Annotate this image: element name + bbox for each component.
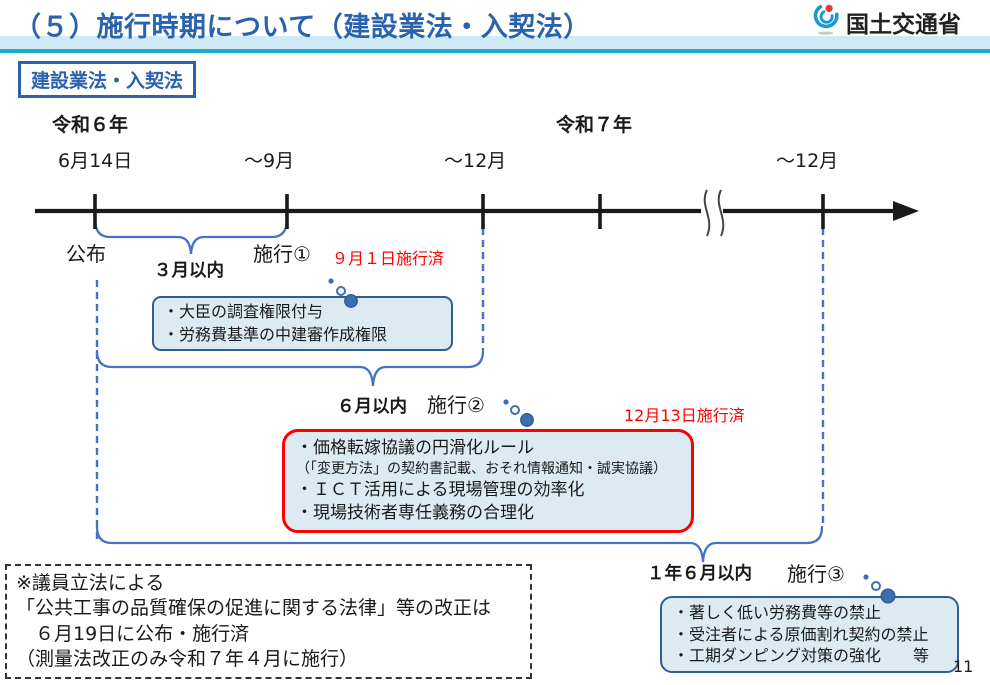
phase1-callout-box: ・大臣の調査権限付与 ・労務費基準の中建審作成権限 bbox=[152, 296, 453, 352]
page-number: 11 bbox=[953, 657, 974, 676]
phase3-item: ・受注者による原価割れ契約の禁止 bbox=[673, 624, 929, 644]
legislation-note-box: ※議員立法による 「公共工事の品質確保の促進に関する法律」等の改正は ６月19日… bbox=[5, 564, 532, 680]
promulgation-label: 公布 bbox=[66, 242, 106, 266]
phase2-item: ・現場技術者専任義務の合理化 bbox=[296, 502, 534, 523]
era-label-reiwa6: 令和６年 bbox=[52, 114, 129, 136]
axis-break-mark bbox=[703, 189, 725, 237]
phase3-within-label: １年６月以内 bbox=[647, 564, 752, 584]
date-label-sep: 〜9月 bbox=[244, 150, 295, 172]
phase1-within-label: ３月以内 bbox=[154, 261, 224, 281]
break-wave-1 bbox=[703, 189, 711, 237]
phase2-item: ・ＩＣＴ活用による現場管理の効率化 bbox=[296, 479, 585, 500]
phase3-callout-box: ・著しく低い労務費等の禁止 ・受注者による原価割れ契約の禁止 ・工期ダンピング対… bbox=[660, 596, 959, 673]
braces bbox=[93, 217, 824, 563]
phase3-item: ・工期ダンピング対策の強化 等 bbox=[673, 646, 930, 666]
axis-ticks bbox=[93, 194, 825, 229]
dashed-guide-lines bbox=[95, 228, 825, 541]
phase2-within-label: ６月以内 bbox=[337, 397, 407, 417]
break-wave-2 bbox=[717, 189, 725, 237]
law-label-badge: 建設業法・入契法 bbox=[18, 61, 197, 98]
phase3-label: 施行③ bbox=[787, 562, 845, 586]
note-line: （測量法改正のみ令和７年４月に施行） bbox=[16, 647, 359, 670]
brace-6-months bbox=[95, 349, 485, 387]
phase2-item: ・価格転嫁協議の円滑化ルール bbox=[296, 438, 534, 458]
axis-arrowhead bbox=[893, 201, 919, 221]
mlit-logo-icon bbox=[812, 3, 841, 40]
phase1-label: 施行① bbox=[253, 242, 311, 266]
note-line: 「公共工事の品質確保の促進に関する法律」等の改正は bbox=[16, 597, 492, 620]
date-label-dec-r7: 〜12月 bbox=[776, 150, 839, 172]
date-label-jun14: 6月14日 bbox=[58, 150, 133, 172]
note-line: ※議員立法による bbox=[16, 572, 165, 594]
brace-3-months bbox=[93, 217, 289, 255]
phase1-item: ・労務費基準の中建審作成権限 bbox=[163, 324, 388, 344]
brace-18-months bbox=[95, 525, 824, 563]
date-label-dec-r6: 〜12月 bbox=[444, 150, 507, 172]
phase2-status: 12月13日施行済 bbox=[624, 406, 745, 425]
timeline-axis bbox=[35, 189, 919, 237]
ministry-logo: 国土交通省 bbox=[812, 3, 961, 40]
phase2-label: 施行② bbox=[427, 393, 485, 417]
page-title: （５）施行時期について（建設業法・入契法） bbox=[14, 12, 591, 43]
phase2-item-sub: （「変更方法」の契約書記載、おそれ情報通知・誠実協議） bbox=[296, 460, 667, 477]
phase1-item: ・大臣の調査権限付与 bbox=[163, 302, 324, 321]
phase2-callout-box: ・価格転嫁協議の円滑化ルール （「変更方法」の契約書記載、おそれ情報通知・誠実協… bbox=[282, 429, 694, 533]
header-bar-light bbox=[0, 36, 990, 49]
header-bar-teal bbox=[0, 49, 990, 53]
era-label-reiwa7: 令和７年 bbox=[556, 114, 633, 136]
phase3-item: ・著しく低い労務費等の禁止 bbox=[673, 603, 882, 622]
note-line: ６月19日に公布・施行済 bbox=[16, 622, 250, 645]
ministry-name: 国土交通省 bbox=[846, 11, 961, 38]
phase1-status: ９月１日施行済 bbox=[332, 249, 445, 268]
